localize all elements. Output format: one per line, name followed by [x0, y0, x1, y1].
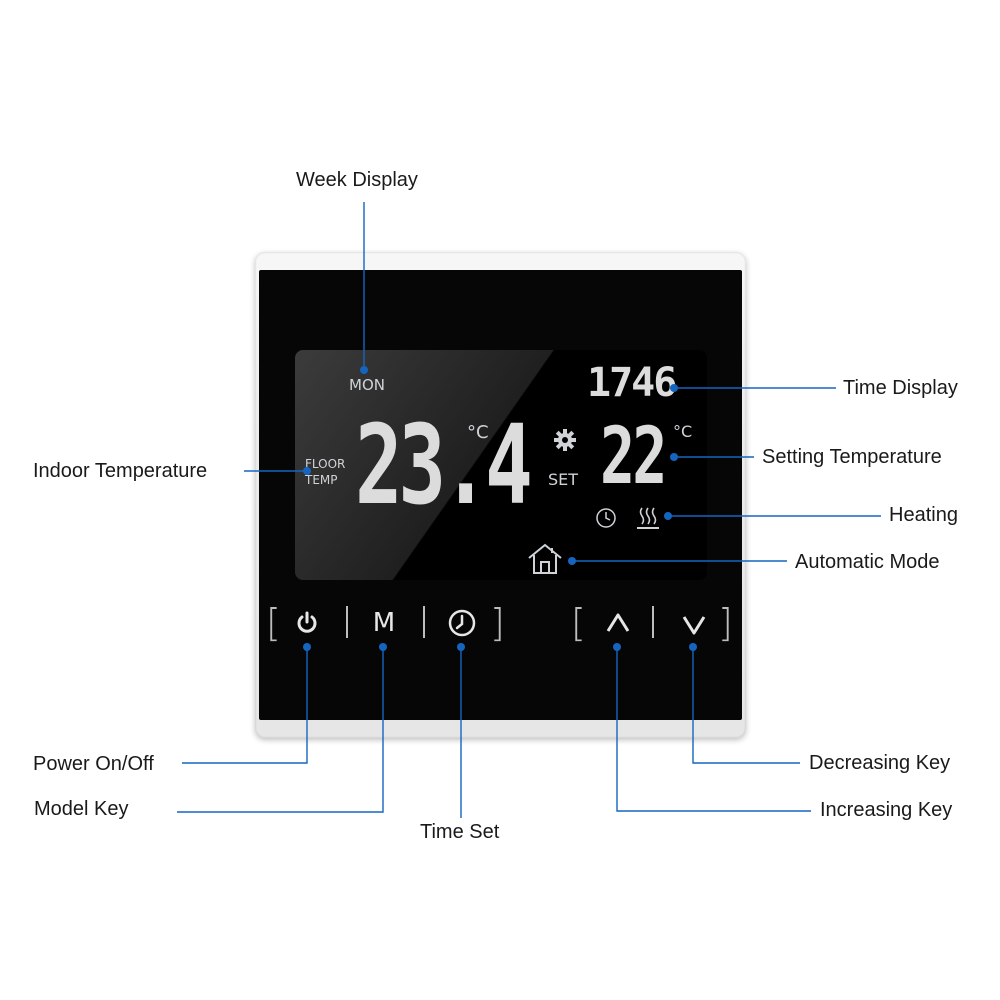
label-time-display: Time Display — [843, 377, 958, 399]
label-automatic-mode: Automatic Mode — [795, 551, 940, 573]
increase-button[interactable] — [600, 605, 636, 641]
dot-timeset — [457, 643, 465, 651]
time-set-button[interactable] — [444, 605, 480, 641]
decrease-button[interactable] — [676, 607, 712, 643]
label-time-set: Time Set — [420, 821, 500, 843]
clock-icon — [448, 609, 476, 637]
sensor-label-temp: TEMP — [305, 473, 338, 487]
set-label: SET — [548, 470, 579, 489]
home-icon — [528, 543, 562, 574]
gear-icon — [554, 429, 576, 451]
dot-power — [303, 643, 311, 651]
indoor-unit: °C — [467, 422, 489, 443]
leader-increase — [616, 647, 811, 812]
leader-decrease — [692, 647, 800, 764]
time-display: 1746 — [587, 360, 677, 406]
label-week-display: Week Display — [296, 169, 418, 191]
label-increasing-key: Increasing Key — [820, 799, 953, 821]
key-separator — [423, 606, 425, 638]
clock-icon — [596, 508, 616, 528]
dot-model — [379, 643, 387, 651]
week-display: MON — [349, 376, 385, 394]
key-bracket-right-1: ] — [490, 601, 505, 645]
key-separator — [652, 606, 654, 638]
key-bracket-left-1: [ — [266, 601, 281, 645]
label-indoor-temperature: Indoor Temperature — [33, 460, 208, 482]
key-bracket-right-2: ] — [718, 601, 733, 645]
chevron-down-icon — [682, 616, 706, 635]
lcd-screen: MON 1746 FLOOR TEMP 23.4 °C SET 22 °C — [295, 350, 707, 580]
dot-setting — [670, 453, 678, 461]
set-unit: °C — [673, 422, 693, 441]
label-heating: Heating — [889, 504, 958, 526]
dot-indoor — [303, 467, 311, 475]
leader-power — [182, 647, 308, 764]
indoor-temperature: 23.4 — [355, 401, 533, 529]
label-model-key: Model Key — [34, 798, 129, 820]
dot-increase — [613, 643, 621, 651]
dot-heating — [664, 512, 672, 520]
label-setting-temperature: Setting Temperature — [762, 446, 942, 468]
key-bracket-left-2: [ — [571, 601, 586, 645]
dot-time — [670, 384, 678, 392]
set-temperature: 22 — [600, 412, 667, 502]
heating-icon — [637, 507, 659, 529]
label-power: Power On/Off — [33, 753, 154, 775]
power-button[interactable] — [290, 605, 324, 641]
leader-model — [177, 647, 384, 813]
chevron-up-icon — [606, 613, 630, 632]
dot-auto — [568, 557, 576, 565]
mode-button[interactable]: M — [372, 608, 396, 638]
lcd-glare — [295, 350, 707, 580]
power-icon — [297, 611, 317, 633]
dot-decrease — [689, 643, 697, 651]
sensor-label-floor: FLOOR — [305, 457, 346, 471]
key-separator — [346, 606, 348, 638]
dot-week — [360, 366, 368, 374]
label-decreasing-key: Decreasing Key — [809, 752, 951, 774]
